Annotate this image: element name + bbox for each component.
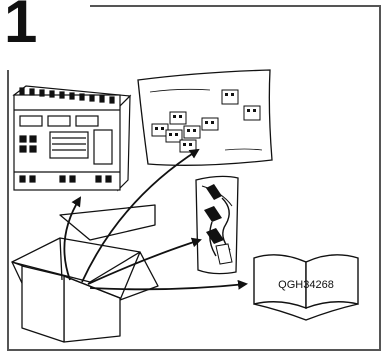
arrow-to-manual (90, 284, 246, 289)
manual-code: QGH34268 (278, 279, 334, 291)
connector-bag-icon (138, 70, 272, 165)
instruction-manual-icon: QGH34268 (254, 255, 358, 320)
device-module-icon (14, 86, 130, 190)
open-box-icon (12, 205, 158, 342)
step-number: 1 (4, 0, 37, 52)
cable-bag-icon (196, 176, 238, 273)
